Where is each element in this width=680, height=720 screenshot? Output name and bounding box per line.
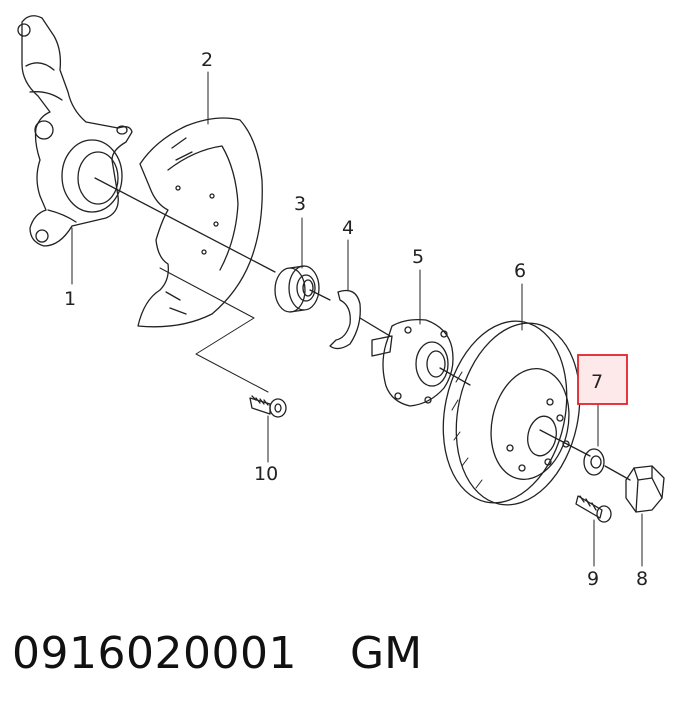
wheel-bearing	[274, 265, 320, 313]
leader-lines	[71, 71, 643, 567]
callout-6: 6	[514, 260, 526, 282]
callout-labels: 1 2 3 4 5 6 7 8 9 10	[64, 49, 648, 590]
callout-9: 9	[587, 568, 599, 590]
callout-10: 10	[254, 463, 278, 485]
callout-8: 8	[636, 568, 648, 590]
highlight-box	[577, 354, 628, 405]
dust-shield	[137, 117, 263, 328]
callout-5: 5	[412, 246, 424, 268]
shield-bolt	[249, 395, 287, 418]
wheel-hub	[371, 318, 454, 407]
disc-screw	[575, 495, 612, 523]
callout-3: 3	[294, 193, 306, 215]
brake-disc	[442, 320, 581, 506]
steering-knuckle	[17, 15, 133, 247]
washer	[583, 448, 605, 476]
hub-nut	[625, 465, 665, 513]
callout-1: 1	[64, 288, 76, 310]
brand-label: GM	[350, 628, 423, 679]
part-number: 0916020001	[12, 628, 297, 679]
snap-ring	[329, 289, 361, 350]
callout-4: 4	[342, 217, 354, 239]
assembly-axis-line	[94, 177, 631, 481]
callout-2: 2	[201, 49, 213, 71]
callout-7: 7	[591, 371, 603, 393]
